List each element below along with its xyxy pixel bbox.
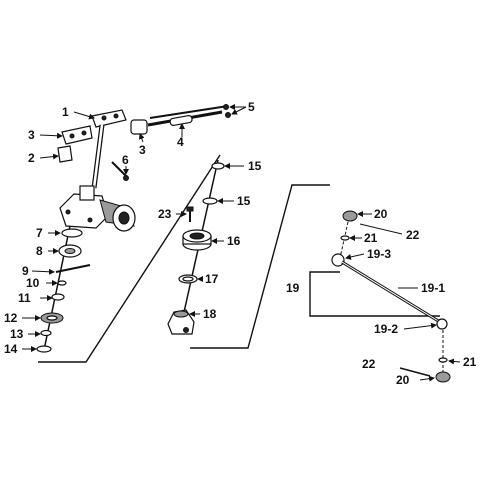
part-3-clamp bbox=[130, 119, 148, 135]
steering-gearbox bbox=[59, 185, 136, 232]
part-11-washer bbox=[51, 293, 65, 301]
callout-23: 23 bbox=[158, 207, 172, 221]
part-2-bushing bbox=[57, 145, 73, 163]
callout-17: 17 bbox=[205, 272, 219, 286]
callout-3-right: 3 bbox=[139, 143, 146, 157]
group-boundary-left bbox=[38, 154, 221, 363]
part-18-arm bbox=[167, 309, 195, 335]
part-5-rod-a bbox=[149, 105, 229, 119]
part-1-plate bbox=[91, 109, 127, 128]
callout-labels: 1 3 3 2 4 5 6 7 8 9 10 11 12 13 14 15 15… bbox=[4, 100, 477, 387]
callout-19-2: 19-2 bbox=[374, 322, 398, 336]
callout-15-lower: 15 bbox=[237, 194, 251, 208]
callout-11: 11 bbox=[18, 291, 31, 305]
part-14-ring bbox=[36, 345, 52, 353]
callout-12: 12 bbox=[4, 311, 18, 325]
callout-18: 18 bbox=[203, 307, 217, 321]
part-15-seal-a bbox=[211, 162, 225, 170]
part-16-collar bbox=[182, 229, 212, 251]
part-20-nut-bottom bbox=[435, 371, 451, 383]
callout-19-1: 19-1 bbox=[421, 281, 445, 295]
part-21-washer-bottom bbox=[438, 357, 448, 363]
middle-stack bbox=[167, 159, 225, 335]
part-13-washer bbox=[40, 329, 52, 337]
left-stack bbox=[36, 225, 91, 353]
callout-21-bottom: 21 bbox=[463, 355, 477, 369]
callout-5: 5 bbox=[248, 100, 255, 114]
group-boundary-middle bbox=[190, 184, 330, 349]
callout-13: 13 bbox=[10, 327, 24, 341]
tie-rod-assembly bbox=[331, 210, 451, 383]
part-10-washer bbox=[57, 280, 67, 286]
part-19-3-end bbox=[331, 253, 345, 267]
part-3-left-bracket bbox=[61, 125, 93, 145]
callout-22-bottom: 22 bbox=[362, 357, 376, 371]
callout-4: 4 bbox=[177, 135, 184, 149]
callout-8: 8 bbox=[36, 244, 43, 258]
part-21-washer-top bbox=[340, 235, 350, 241]
callout-20-top: 20 bbox=[374, 207, 388, 221]
part-7-ring bbox=[61, 228, 83, 238]
part-19-2-end bbox=[436, 318, 448, 330]
callout-19: 19 bbox=[286, 281, 300, 295]
part-20-nut-top bbox=[342, 210, 358, 222]
callout-7: 7 bbox=[36, 226, 43, 240]
callout-3-left: 3 bbox=[28, 128, 35, 142]
callout-1: 1 bbox=[62, 105, 69, 119]
callout-16: 16 bbox=[227, 234, 241, 248]
part-9-pin bbox=[55, 264, 91, 273]
callout-14: 14 bbox=[4, 342, 18, 356]
part-15-seal-b bbox=[202, 197, 218, 205]
callout-6: 6 bbox=[122, 153, 129, 167]
part-22-cotter-bottom bbox=[399, 367, 431, 377]
callout-10: 10 bbox=[26, 276, 40, 290]
callout-15-top: 15 bbox=[248, 159, 262, 173]
callout-9: 9 bbox=[22, 264, 29, 278]
leader-lines bbox=[22, 104, 461, 382]
callout-2: 2 bbox=[28, 151, 35, 165]
callout-21-top: 21 bbox=[364, 231, 378, 245]
callout-22-top: 22 bbox=[406, 228, 420, 242]
callout-19-3: 19-3 bbox=[367, 247, 391, 261]
callout-20-bottom: 20 bbox=[396, 373, 410, 387]
upper-linkage bbox=[57, 104, 231, 189]
group-19-bracket bbox=[309, 271, 440, 317]
